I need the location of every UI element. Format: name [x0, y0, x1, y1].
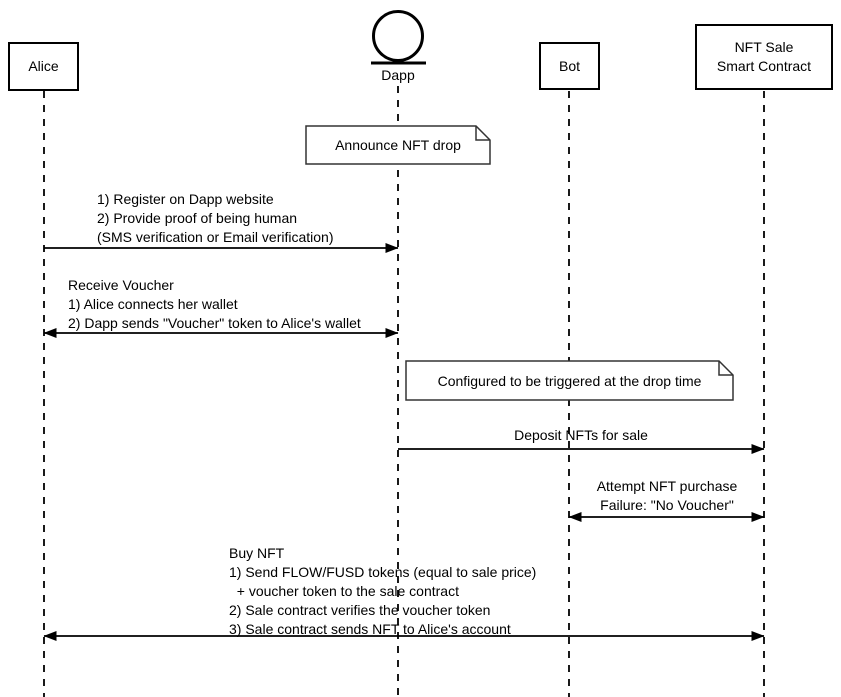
message-label-voucher: Receive Voucher 1) Alice connects her wa… — [68, 276, 361, 333]
message-line: Buy NFT — [229, 545, 285, 561]
message-line: Attempt NFT purchase — [596, 478, 738, 494]
message-line: 3) Sale contract sends NFT to Alice's ac… — [229, 621, 511, 637]
message-line: 2) Dapp sends "Voucher" token to Alice's… — [68, 315, 361, 331]
message-line: 1) Send FLOW/FUSD tokens (equal to sale … — [229, 564, 537, 580]
message-line: 2) Sale contract verifies the voucher to… — [229, 602, 491, 618]
message-line: Receive Voucher — [68, 277, 174, 293]
message-line: Deposit NFTs for sale — [514, 427, 648, 443]
message-label-register: 1) Register on Dapp website 2) Provide p… — [97, 190, 334, 247]
note-label-announce: Announce NFT drop — [335, 137, 461, 153]
actor-label-nft-sale-line2: Smart Contract — [716, 58, 812, 74]
message-line: (SMS verification or Email verification) — [97, 229, 334, 245]
message-line: 2) Provide proof of being human — [97, 210, 298, 226]
message-label-buy: Buy NFT 1) Send FLOW/FUSD tokens (equal … — [229, 544, 536, 639]
note-shape-configured — [405, 360, 734, 401]
actor-label-bot: Bot — [558, 57, 580, 74]
dapp-entity-icon — [371, 10, 426, 65]
message-line: 1) Register on Dapp website — [97, 191, 274, 207]
actor-box-nft-sale: NFT Sale Smart Contract — [695, 24, 833, 90]
message-line: + voucher token to the sale contract — [229, 583, 459, 599]
note-label-configured: Configured to be triggered at the drop t… — [437, 372, 702, 389]
actor-label-alice: Alice — [28, 58, 59, 74]
actor-box-alice: Alice — [8, 42, 79, 91]
actor-label-nft-sale-line1: NFT Sale — [734, 39, 794, 55]
message-label-attempt: Attempt NFT purchase Failure: "No Vouche… — [570, 477, 764, 515]
message-line: 1) Alice connects her wallet — [68, 296, 238, 312]
message-line: Failure: "No Voucher" — [600, 497, 734, 513]
note-shape-announce — [305, 125, 491, 165]
message-label-deposit: Deposit NFTs for sale — [398, 426, 764, 445]
actor-box-bot: Bot — [539, 42, 600, 90]
actor-label-dapp: Dapp — [381, 67, 415, 83]
